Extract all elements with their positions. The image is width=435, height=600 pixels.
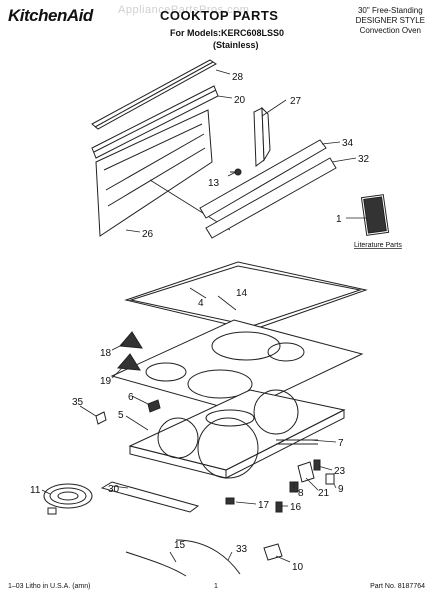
part-34-panel [199,139,327,219]
callout-14: 14 [236,288,248,299]
callout-18: 18 [100,348,112,359]
part-35-clip [95,411,107,425]
description-line-2: DESIGNER STYLE [355,16,425,25]
part-13-screw [230,168,242,176]
watermark: AppliancePartsPros.com [118,4,250,16]
part-5-main-top [128,389,346,479]
part-26-backguard [95,109,231,237]
callout-33: 33 [236,544,248,555]
part-19-block [116,353,141,371]
part-27-bracket [253,106,271,167]
part-33-wire [175,539,241,575]
callout-28: 28 [232,72,244,83]
callout-21: 21 [318,488,330,499]
part-6-clip [147,399,161,413]
part-15-wire [125,551,187,577]
callout-15: 15 [174,540,186,551]
part-28-trim-strip [91,59,217,130]
callout-34: 34 [342,138,354,149]
part-17-screw [225,497,235,505]
product-description: 30" Free-Standing DESIGNER STYLE Convect… [356,6,425,36]
part-14-cooktop-glass [110,319,364,413]
part-16-screw [275,501,283,513]
callout-11: 11 [30,485,41,496]
part-9-sensor [325,473,335,485]
footer-litho: 1–03 Litho in U.S.A. (amn) [8,583,91,590]
callout-20: 20 [234,95,246,106]
callout-4: 4 [198,298,204,309]
page-title: COOKTOP PARTS [160,8,279,23]
callout-1: 1 [336,214,342,225]
callout-35: 35 [72,397,84,408]
callout-9: 9 [338,484,344,495]
callout-5: 5 [118,410,124,421]
brand-logo: KitchenAid [8,6,93,25]
description-line-3: Convection Oven [359,26,421,35]
models-line: For Models:KERC608LSS0 [170,28,285,38]
leader-lines [41,69,366,563]
footer-part-number: Part No. 8187764 [370,583,425,590]
literature-parts-label: Literature Parts [354,242,402,249]
description-line-1: 30" Free-Standing [357,6,423,15]
callout-26: 26 [142,229,154,240]
callout-30: 30 [108,484,120,495]
part-23-screw [313,459,321,471]
callout-27: 27 [290,96,302,107]
part-18-block [118,331,143,349]
footer-page-number: 1 [214,583,218,590]
callout-10: 10 [292,562,304,573]
callout-19: 19 [100,376,112,387]
part-1-literature [360,194,390,236]
callout-17: 17 [258,500,270,511]
part-32-panel [205,157,337,239]
callout-16: 16 [290,502,302,513]
part-4-gasket [124,261,368,331]
part-30-front-trim [100,481,200,513]
callout-32: 32 [358,154,370,165]
part-10-bracket [263,543,283,561]
callout-23: 23 [334,466,346,477]
part-21-switch [297,461,315,483]
callout-13: 13 [208,178,220,189]
callout-8: 8 [298,488,304,499]
callout-7: 7 [338,438,344,449]
part-11-heating-element [43,483,93,515]
variant-line: (Stainless) [213,40,259,50]
callout-6: 6 [128,392,134,403]
